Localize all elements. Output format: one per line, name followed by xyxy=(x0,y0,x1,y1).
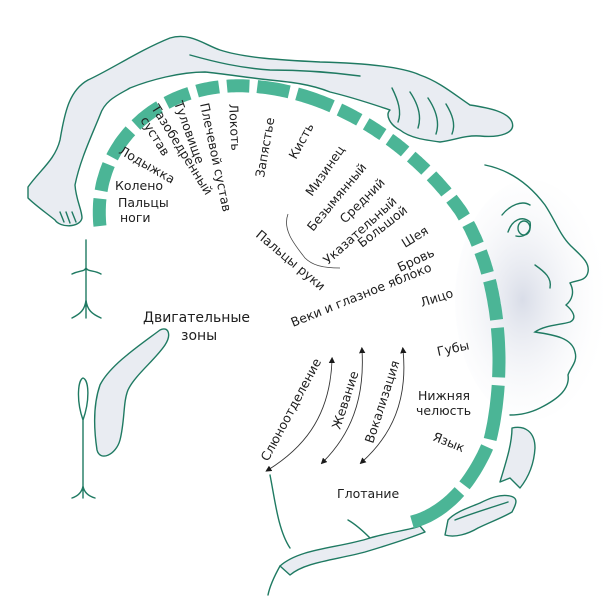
label-salivation: Слюноотделение xyxy=(257,355,324,463)
fingers-brace xyxy=(286,213,341,269)
segment-10 xyxy=(336,103,363,126)
segment-11 xyxy=(362,118,387,141)
motor-zones-title-2: зоны xyxy=(181,328,217,344)
motor-cortex-segments xyxy=(92,79,506,529)
spinal-structures xyxy=(71,239,170,499)
label-wrist: Запястье xyxy=(252,116,277,179)
segment-17 xyxy=(474,249,494,275)
segment-4 xyxy=(131,101,163,130)
nostril-line xyxy=(534,264,552,289)
face-shading xyxy=(455,180,603,420)
arm-inner-line xyxy=(189,54,361,77)
segment-16 xyxy=(462,220,484,247)
label-swallowing: Глотание xyxy=(337,486,399,501)
motor-zone-shape xyxy=(94,328,170,457)
pharynx-line xyxy=(454,501,509,521)
body-figure xyxy=(27,35,514,227)
segment-5 xyxy=(163,87,192,109)
tongue-figure xyxy=(499,426,536,489)
segment-8 xyxy=(256,80,291,99)
finger-line xyxy=(391,87,401,123)
segment-18 xyxy=(483,279,504,321)
label-elbow: Локоть xyxy=(226,103,243,151)
segment-3 xyxy=(106,126,136,161)
finger-line xyxy=(445,103,455,135)
label-lips: Губы xyxy=(436,337,471,358)
segment-21 xyxy=(459,444,494,490)
label-toes-1: Пальцы xyxy=(118,195,169,210)
motor-zones-title-1: Двигательные xyxy=(143,310,250,326)
segment-2 xyxy=(94,162,115,192)
face-figure xyxy=(455,164,603,420)
segment-12 xyxy=(385,133,410,157)
nerve-branch xyxy=(267,474,371,596)
label-chewing: Жевание xyxy=(329,369,362,431)
vocalization-arrow xyxy=(359,346,407,465)
label-hand: Кисть xyxy=(285,120,316,161)
eye-icon xyxy=(507,218,531,238)
lower-nerve-figure xyxy=(279,525,426,576)
nerve-loop xyxy=(71,377,96,499)
label-knee: Колено xyxy=(115,178,163,193)
toe-line xyxy=(59,211,77,224)
segment-14 xyxy=(426,171,452,197)
segment-19 xyxy=(490,327,506,378)
label-vocalization: Вокализация xyxy=(362,358,403,444)
eyebrow-icon xyxy=(501,202,531,216)
segment-22 xyxy=(410,487,465,529)
segment-6 xyxy=(195,80,220,98)
finger-line xyxy=(427,97,439,135)
finger-line xyxy=(409,91,421,129)
function-arrows: Слюноотделение Жевание Вокализация xyxy=(257,346,407,472)
face-profile-outline xyxy=(484,164,589,416)
segment-13 xyxy=(406,151,431,175)
label-jaw-2: челюсть xyxy=(416,403,471,418)
eyeball-icon xyxy=(517,220,531,236)
label-tongue: Язык xyxy=(431,429,467,455)
segment-15 xyxy=(446,194,470,221)
label-toes-2: ноги xyxy=(120,210,151,225)
label-jaw-1: Нижняя xyxy=(418,388,470,403)
nerve-stem-upper xyxy=(71,239,102,319)
leg-torso-arm-figure xyxy=(27,35,514,227)
segment-20 xyxy=(483,384,505,442)
label-face: Лицо xyxy=(418,285,455,310)
segment-1 xyxy=(92,197,107,227)
segment-9 xyxy=(295,87,335,113)
